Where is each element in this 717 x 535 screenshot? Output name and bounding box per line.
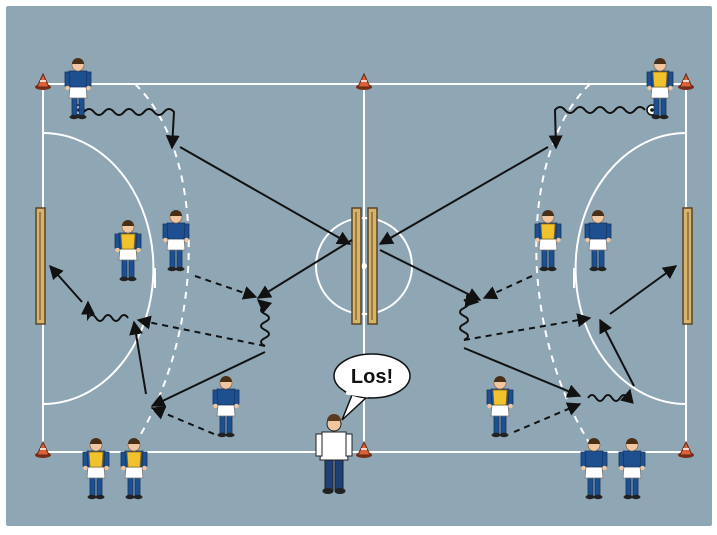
shot-arrow xyxy=(49,264,83,303)
pass-arrow xyxy=(379,249,482,301)
coach-speech-text: Los! xyxy=(351,366,393,388)
goal-icon xyxy=(35,207,46,325)
player-icon-yellow-bib xyxy=(82,438,110,500)
dribble-arrow xyxy=(81,300,129,322)
left-penalty-arc xyxy=(42,132,155,405)
movement-arrows xyxy=(49,106,678,435)
pass-arrow xyxy=(599,318,635,387)
pass-arrow xyxy=(129,320,147,395)
player-icon-yellow-bib xyxy=(120,438,148,500)
dribble-arrow xyxy=(83,108,180,150)
goal-icon xyxy=(682,207,693,325)
dribble-arrow xyxy=(256,299,273,347)
dribble-arrow xyxy=(459,293,480,341)
pass-arrow xyxy=(378,146,549,245)
right-dashed-arc xyxy=(535,83,596,453)
left-dashed-arc xyxy=(129,83,190,453)
cone-icon xyxy=(356,72,372,90)
player-icon-yellow-bib xyxy=(114,220,142,282)
player-icon-yellow-bib xyxy=(646,58,674,120)
shot-arrow xyxy=(609,265,678,315)
player-icon-yellow-bib xyxy=(486,376,514,438)
player-icon xyxy=(584,210,612,272)
player-icon-yellow-bib xyxy=(534,210,562,272)
coach-icon xyxy=(315,414,353,494)
run-arrow xyxy=(482,275,533,300)
cone-icon xyxy=(678,72,694,90)
player-icon xyxy=(618,438,646,500)
cone-icon xyxy=(35,72,51,90)
pass-arrow xyxy=(256,239,353,299)
player-icon xyxy=(64,58,92,120)
goal-icon xyxy=(351,207,362,325)
player-icon xyxy=(162,210,190,272)
center-spot xyxy=(361,263,367,269)
cone-icon xyxy=(35,440,51,458)
goal-icon xyxy=(367,207,378,325)
player-icon xyxy=(212,376,240,438)
dribble-arrow xyxy=(548,106,646,150)
right-penalty-arc xyxy=(574,132,687,405)
dribble-arrow xyxy=(587,388,634,404)
run-arrow xyxy=(150,406,215,435)
cone-icon xyxy=(678,440,694,458)
pass-arrow xyxy=(463,347,582,398)
cone-icon xyxy=(356,440,372,458)
pass-arrow xyxy=(179,146,352,245)
pass-arrow xyxy=(150,351,266,407)
speech-bubble: Los! xyxy=(333,353,411,421)
run-arrow xyxy=(513,402,582,433)
player-icon xyxy=(580,438,608,500)
